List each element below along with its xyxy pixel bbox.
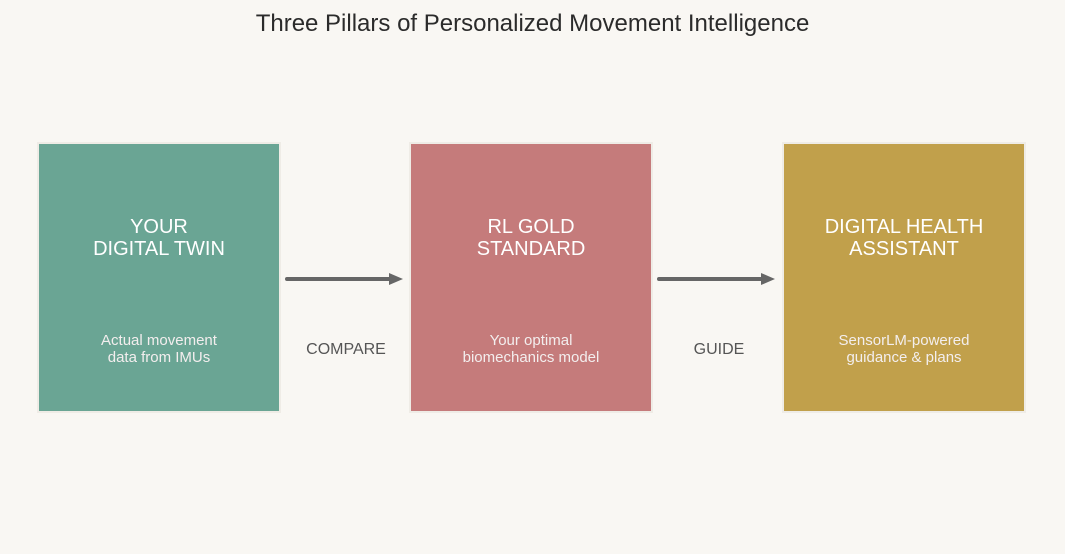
pillar-heading: DIGITAL HEALTH ASSISTANT bbox=[824, 216, 984, 260]
arrow-right-icon bbox=[285, 273, 403, 285]
diagram-title: Three Pillars of Personalized Movement I… bbox=[255, 10, 810, 37]
pillar-description: SensorLM-powered guidance & plans bbox=[838, 332, 970, 366]
pillar-heading: YOUR DIGITAL TWIN bbox=[93, 216, 225, 260]
arrow-right-icon bbox=[657, 273, 775, 285]
pillar-description: Your optimal biomechanics model bbox=[462, 332, 600, 366]
pillar-description: Actual movement data from IMUs bbox=[101, 332, 217, 366]
pillar-digital-health-assistant: DIGITAL HEALTH ASSISTANT SensorLM-powere… bbox=[782, 142, 1026, 413]
connector-label-compare: COMPARE bbox=[306, 341, 386, 358]
pillar-heading: RL GOLD STANDARD bbox=[476, 216, 586, 260]
pillar-digital-twin: YOUR DIGITAL TWIN Actual movement data f… bbox=[37, 142, 281, 413]
pillar-rl-gold-standard: RL GOLD STANDARD Your optimal biomechani… bbox=[409, 142, 653, 413]
connector-label-guide: GUIDE bbox=[693, 341, 745, 358]
